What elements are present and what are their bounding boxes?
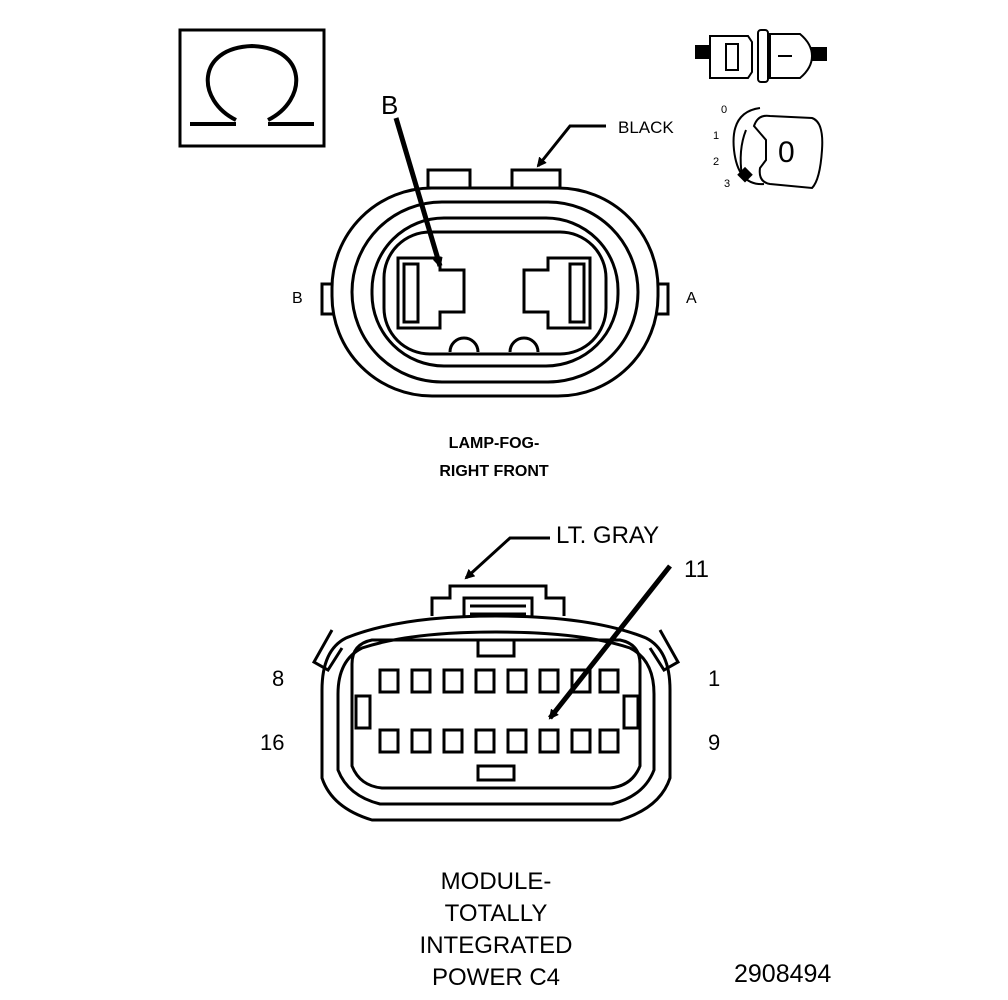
connector-2-name: MODULE- TOTALLY INTEGRATED POWER C4: [346, 866, 646, 994]
connector-2-name-line-3: INTEGRATED: [419, 932, 573, 959]
connector-2-name-line-4: POWER C4: [431, 964, 560, 991]
tipm-connector: [311, 584, 681, 822]
lock-position-0: 3: [724, 178, 731, 190]
connector-2-name-line-2: TOTALLY: [444, 900, 548, 927]
terminal-a: [522, 256, 592, 330]
inline-connector-icon: [695, 29, 827, 83]
pin-b-leader: [393, 117, 443, 268]
pin-label-8: 8: [272, 666, 285, 691]
side-label-b: B: [292, 290, 303, 307]
connector-1-name-line-1: LAMP-FOG-: [448, 435, 540, 452]
connector-2-name-line-1: MODULE-: [440, 868, 552, 895]
lock-display-value: 0: [778, 136, 795, 169]
lock-position-1: 2: [713, 156, 720, 168]
lt-gray-color-leader: [464, 536, 550, 580]
pin-cavity-row-top: [378, 668, 620, 694]
connector-1-name-line-2: RIGHT FRONT: [439, 463, 549, 480]
pin-11-leader: [548, 564, 672, 720]
pin-b-callout: B: [381, 90, 399, 120]
color-label-lt-gray: LT. GRAY: [556, 522, 660, 549]
pin-label-9: 9: [708, 730, 721, 755]
pin-label-16: 16: [260, 730, 285, 755]
pin-11-callout: 11: [684, 556, 709, 583]
color-label-black: BLACK: [618, 118, 674, 137]
black-color-leader: [536, 124, 606, 168]
lock-position-2: 1: [713, 130, 720, 142]
pin-label-1: 1: [708, 666, 721, 691]
pin-cavity-row-bottom: [378, 728, 620, 754]
lock-position-3: 0: [721, 104, 728, 116]
connector-1-name: LAMP-FOG- RIGHT FRONT: [394, 430, 594, 486]
connector-lock-icon: [732, 107, 824, 190]
side-label-a: A: [686, 290, 697, 307]
figure-number: 2908494: [734, 960, 832, 988]
ohm-icon: [178, 28, 326, 148]
fog-lamp-connector: [320, 168, 670, 398]
